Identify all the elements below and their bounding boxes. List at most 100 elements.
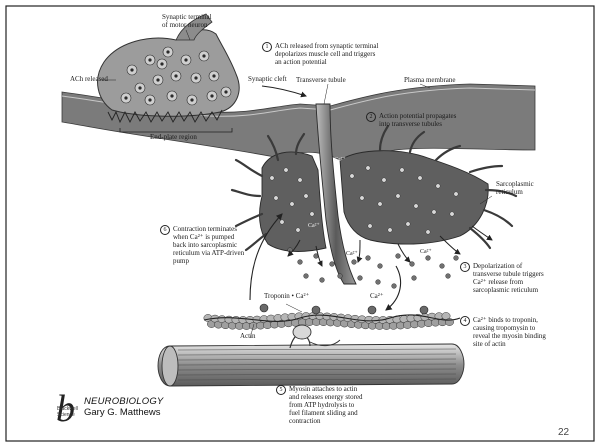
calcium-dot xyxy=(414,204,418,208)
calcium-dot xyxy=(388,228,392,232)
vesicle-core xyxy=(124,96,127,99)
calcium-dot xyxy=(284,168,288,172)
step-3: 3Depolarization of transverse tubule tri… xyxy=(460,262,570,294)
vesicle-core xyxy=(190,98,193,101)
release-arrow xyxy=(398,244,410,262)
calcium-ion xyxy=(378,264,383,269)
calcium-ion xyxy=(376,280,381,285)
step-number: 1 xyxy=(262,42,272,52)
vesicle-core xyxy=(130,68,133,71)
vesicle-core xyxy=(148,98,151,101)
label-synaptic-cleft: Synaptic cleft xyxy=(248,75,287,83)
step-1: 1ACh released from synaptic terminal dep… xyxy=(262,42,422,66)
release-arrow xyxy=(358,240,360,262)
calcium-dot xyxy=(450,212,454,216)
calcium-ion xyxy=(392,284,397,289)
book-author: Gary G. Matthews xyxy=(84,407,161,418)
vesicle-core xyxy=(156,78,159,81)
calcium-ion xyxy=(396,254,401,259)
label-calcium-free: Ca²⁺ xyxy=(370,292,384,300)
label-troponin-calcium: Troponin • Ca²⁺ xyxy=(264,292,309,300)
free-calcium-ions xyxy=(288,248,459,289)
calcium-ion xyxy=(426,256,431,261)
calcium-dot xyxy=(400,168,404,172)
actin-filament xyxy=(204,304,460,330)
cleft-to-tubule-arrow xyxy=(262,86,306,96)
troponin-complex xyxy=(260,304,268,312)
calcium-dot xyxy=(274,196,278,200)
calcium-ion xyxy=(358,276,363,281)
label-plasma-membrane: Plasma membrane xyxy=(404,76,456,84)
troponin-complex xyxy=(312,306,320,314)
calcium-dot xyxy=(432,210,436,214)
ca-tag: Ca²⁺ xyxy=(346,250,358,258)
step-number: 6 xyxy=(160,225,170,235)
calcium-dot xyxy=(426,230,430,234)
step-number: 2 xyxy=(366,112,376,122)
calcium-dot xyxy=(350,174,354,178)
label-ach-released: ACh released xyxy=(70,75,108,83)
calcium-dot xyxy=(454,192,458,196)
calcium-dot xyxy=(310,212,314,216)
vesicle-core xyxy=(184,58,187,61)
calcium-ion xyxy=(330,262,335,267)
label-actin: Actin xyxy=(240,332,256,340)
vesicle-core xyxy=(202,54,205,57)
calcium-dot xyxy=(270,176,274,180)
calcium-ion xyxy=(366,256,371,261)
step-number: 4 xyxy=(460,316,470,326)
calcium-dot xyxy=(290,202,294,206)
calcium-ion xyxy=(304,274,309,279)
calcium-ion xyxy=(454,256,459,261)
book-title: NEUROBIOLOGY xyxy=(84,396,163,407)
calcium-ion xyxy=(352,260,357,265)
vesicle-core xyxy=(210,94,213,97)
page-number: 22 xyxy=(558,427,569,438)
ca-tag: Ca²⁺ xyxy=(420,248,432,256)
publisher-name: Blackwell Science xyxy=(57,406,81,418)
myosin-filament xyxy=(158,344,464,386)
label-end-plate-region: End-plate region xyxy=(150,133,197,141)
vesicle-core xyxy=(148,58,151,61)
vesicle-core xyxy=(224,90,227,93)
calcium-dot xyxy=(378,202,382,206)
calcium-dot xyxy=(382,178,386,182)
calcium-dot xyxy=(296,228,300,232)
label-sarcoplasmic-reticulum: Sarcoplasmic reticulum xyxy=(496,180,534,196)
ca-tag: Ca²⁺ xyxy=(308,222,320,230)
calcium-dot xyxy=(280,220,284,224)
troponin-complex xyxy=(368,306,376,314)
calcium-dot xyxy=(418,176,422,180)
step-number: 5 xyxy=(276,385,286,395)
calcium-dot xyxy=(368,224,372,228)
calcium-dot xyxy=(298,178,302,182)
vesicle-core xyxy=(138,86,141,89)
calcium-ion xyxy=(320,278,325,283)
vesicle-core xyxy=(160,62,163,65)
calcium-ion xyxy=(410,262,415,267)
vesicle-core xyxy=(170,94,173,97)
step-number: 3 xyxy=(460,262,470,272)
calcium-dot xyxy=(366,166,370,170)
label-synaptic-terminal: Synaptic terminal of motor neuron xyxy=(162,13,212,29)
calcium-dot xyxy=(396,194,400,198)
calcium-dot xyxy=(436,184,440,188)
calcium-dot xyxy=(304,194,308,198)
vesicle-core xyxy=(174,74,177,77)
calcium-ion xyxy=(440,264,445,269)
vesicle-core xyxy=(194,76,197,79)
calcium-ion xyxy=(412,276,417,281)
calcium-dot xyxy=(406,222,410,226)
calcium-ion xyxy=(338,274,343,279)
calcium-ion xyxy=(446,274,451,279)
troponin-complex xyxy=(420,306,428,314)
label-transverse-tubule: Transverse tubule xyxy=(296,76,346,84)
calcium-dot xyxy=(360,196,364,200)
vesicle-core xyxy=(166,50,169,53)
